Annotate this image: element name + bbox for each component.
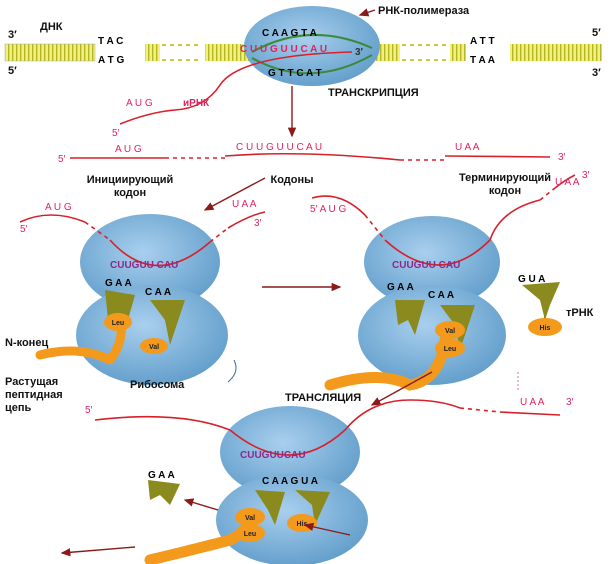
translation-label: ТРАНСЛЯЦИЯ [285,392,361,404]
dna-bases-taa: T A A [470,55,495,66]
rib1-codons: CUUGUU CAU [110,260,178,271]
chain-label-1: Растущая [5,376,58,388]
rib3-codons: CUUGUUCAU [240,450,306,461]
start-codon: A U G [115,144,142,155]
trna-label: тРНК [566,307,594,319]
dna-3prime-left: 3′ [8,29,17,41]
mrna-line-5prime: 5′ [58,154,66,165]
init-codon-label-1: Инициирующий [87,174,174,186]
rib1-leu: Leu [112,320,124,327]
ribosome-3 [94,399,561,564]
rib2-val: Val [445,328,455,335]
rib3-5prime: 5′ [85,405,93,416]
rib2-3prime: 3′ [582,170,590,181]
rib2-anticodon-2: C A A [428,290,454,301]
chain-label-3: цепь [5,402,32,414]
dna-bases-tac: T A C [98,36,123,47]
polymerase-label: РНК-полимераза [378,5,470,17]
rib2-anticodon-1: G A A [387,282,414,293]
ribosome-2 [311,174,576,391]
released-trna-anticodon: G A A [148,470,175,481]
ribosome-1 [19,211,266,385]
mrna-aug: A U G [126,98,153,109]
rib1-5prime: 5′ [20,224,28,235]
rib2-5prime-aug: 5′ A U G [310,204,347,215]
transcription-label: ТРАНСКРИПЦИЯ [328,87,419,99]
rib3-leu: Leu [244,531,256,538]
stop-codon: U A A [455,142,480,153]
codons-sequence: C U U G U U C A U [236,142,322,153]
dna-3prime-right: 3′ [592,67,601,79]
rib3-val: Val [245,515,255,522]
rib2-leu: Leu [444,346,456,353]
template-bases-top: C A A G T A [262,28,317,39]
rib2-uaa: U A A [555,177,580,188]
mrna-5prime: 5′ [112,128,120,139]
init-codon-label-2: кодон [114,187,146,199]
chain-label-2: пептидная [5,389,63,401]
mrna-label: иРНК [183,98,210,109]
rna-3prime: 3′ [355,47,364,58]
ribosome-label: Рибосома [130,379,185,391]
template-bases-bottom: G T T C A T [268,68,322,79]
dna-bases-att: A T T [470,36,495,47]
term-codon-label-1: Терминирующий [459,172,551,184]
n-terminus-label: N-конец [5,337,48,349]
rib3-3prime: 3′ [566,397,574,408]
trna-his: His [540,325,551,332]
dna-helix [4,43,602,62]
rib1-aug: A U G [45,202,72,213]
dna-bases-atg: A T G [98,55,125,66]
rib3-anticodons: C A A G U A [262,476,318,487]
mrna-line-3prime: 3′ [558,152,566,163]
rib1-anticodon-2: C A A [145,287,171,298]
translation-arrow-2 [370,371,433,406]
nascent-mrna-bases: C U U G U U C A U [240,44,327,55]
rib1-anticodon-1: G A A [105,278,132,289]
rib1-3prime: 3′ [254,218,262,229]
rib1-val: Val [149,344,159,351]
rib3-his: His [297,521,308,528]
dna-5prime-left: 5′ [8,65,17,77]
trna-anticodon: G U A [518,274,545,285]
codons-label: Кодоны [270,174,313,186]
dna-label: ДНК [40,21,63,33]
dna-5prime-right: 5′ [592,27,601,39]
rib2-codons: CUUGUU CAU [392,260,460,271]
rib1-uaa: U A A [232,199,257,210]
nascent-mrna [119,51,353,125]
rib3-uaa: U A A [520,397,545,408]
term-codon-label-2: кодон [489,185,521,197]
